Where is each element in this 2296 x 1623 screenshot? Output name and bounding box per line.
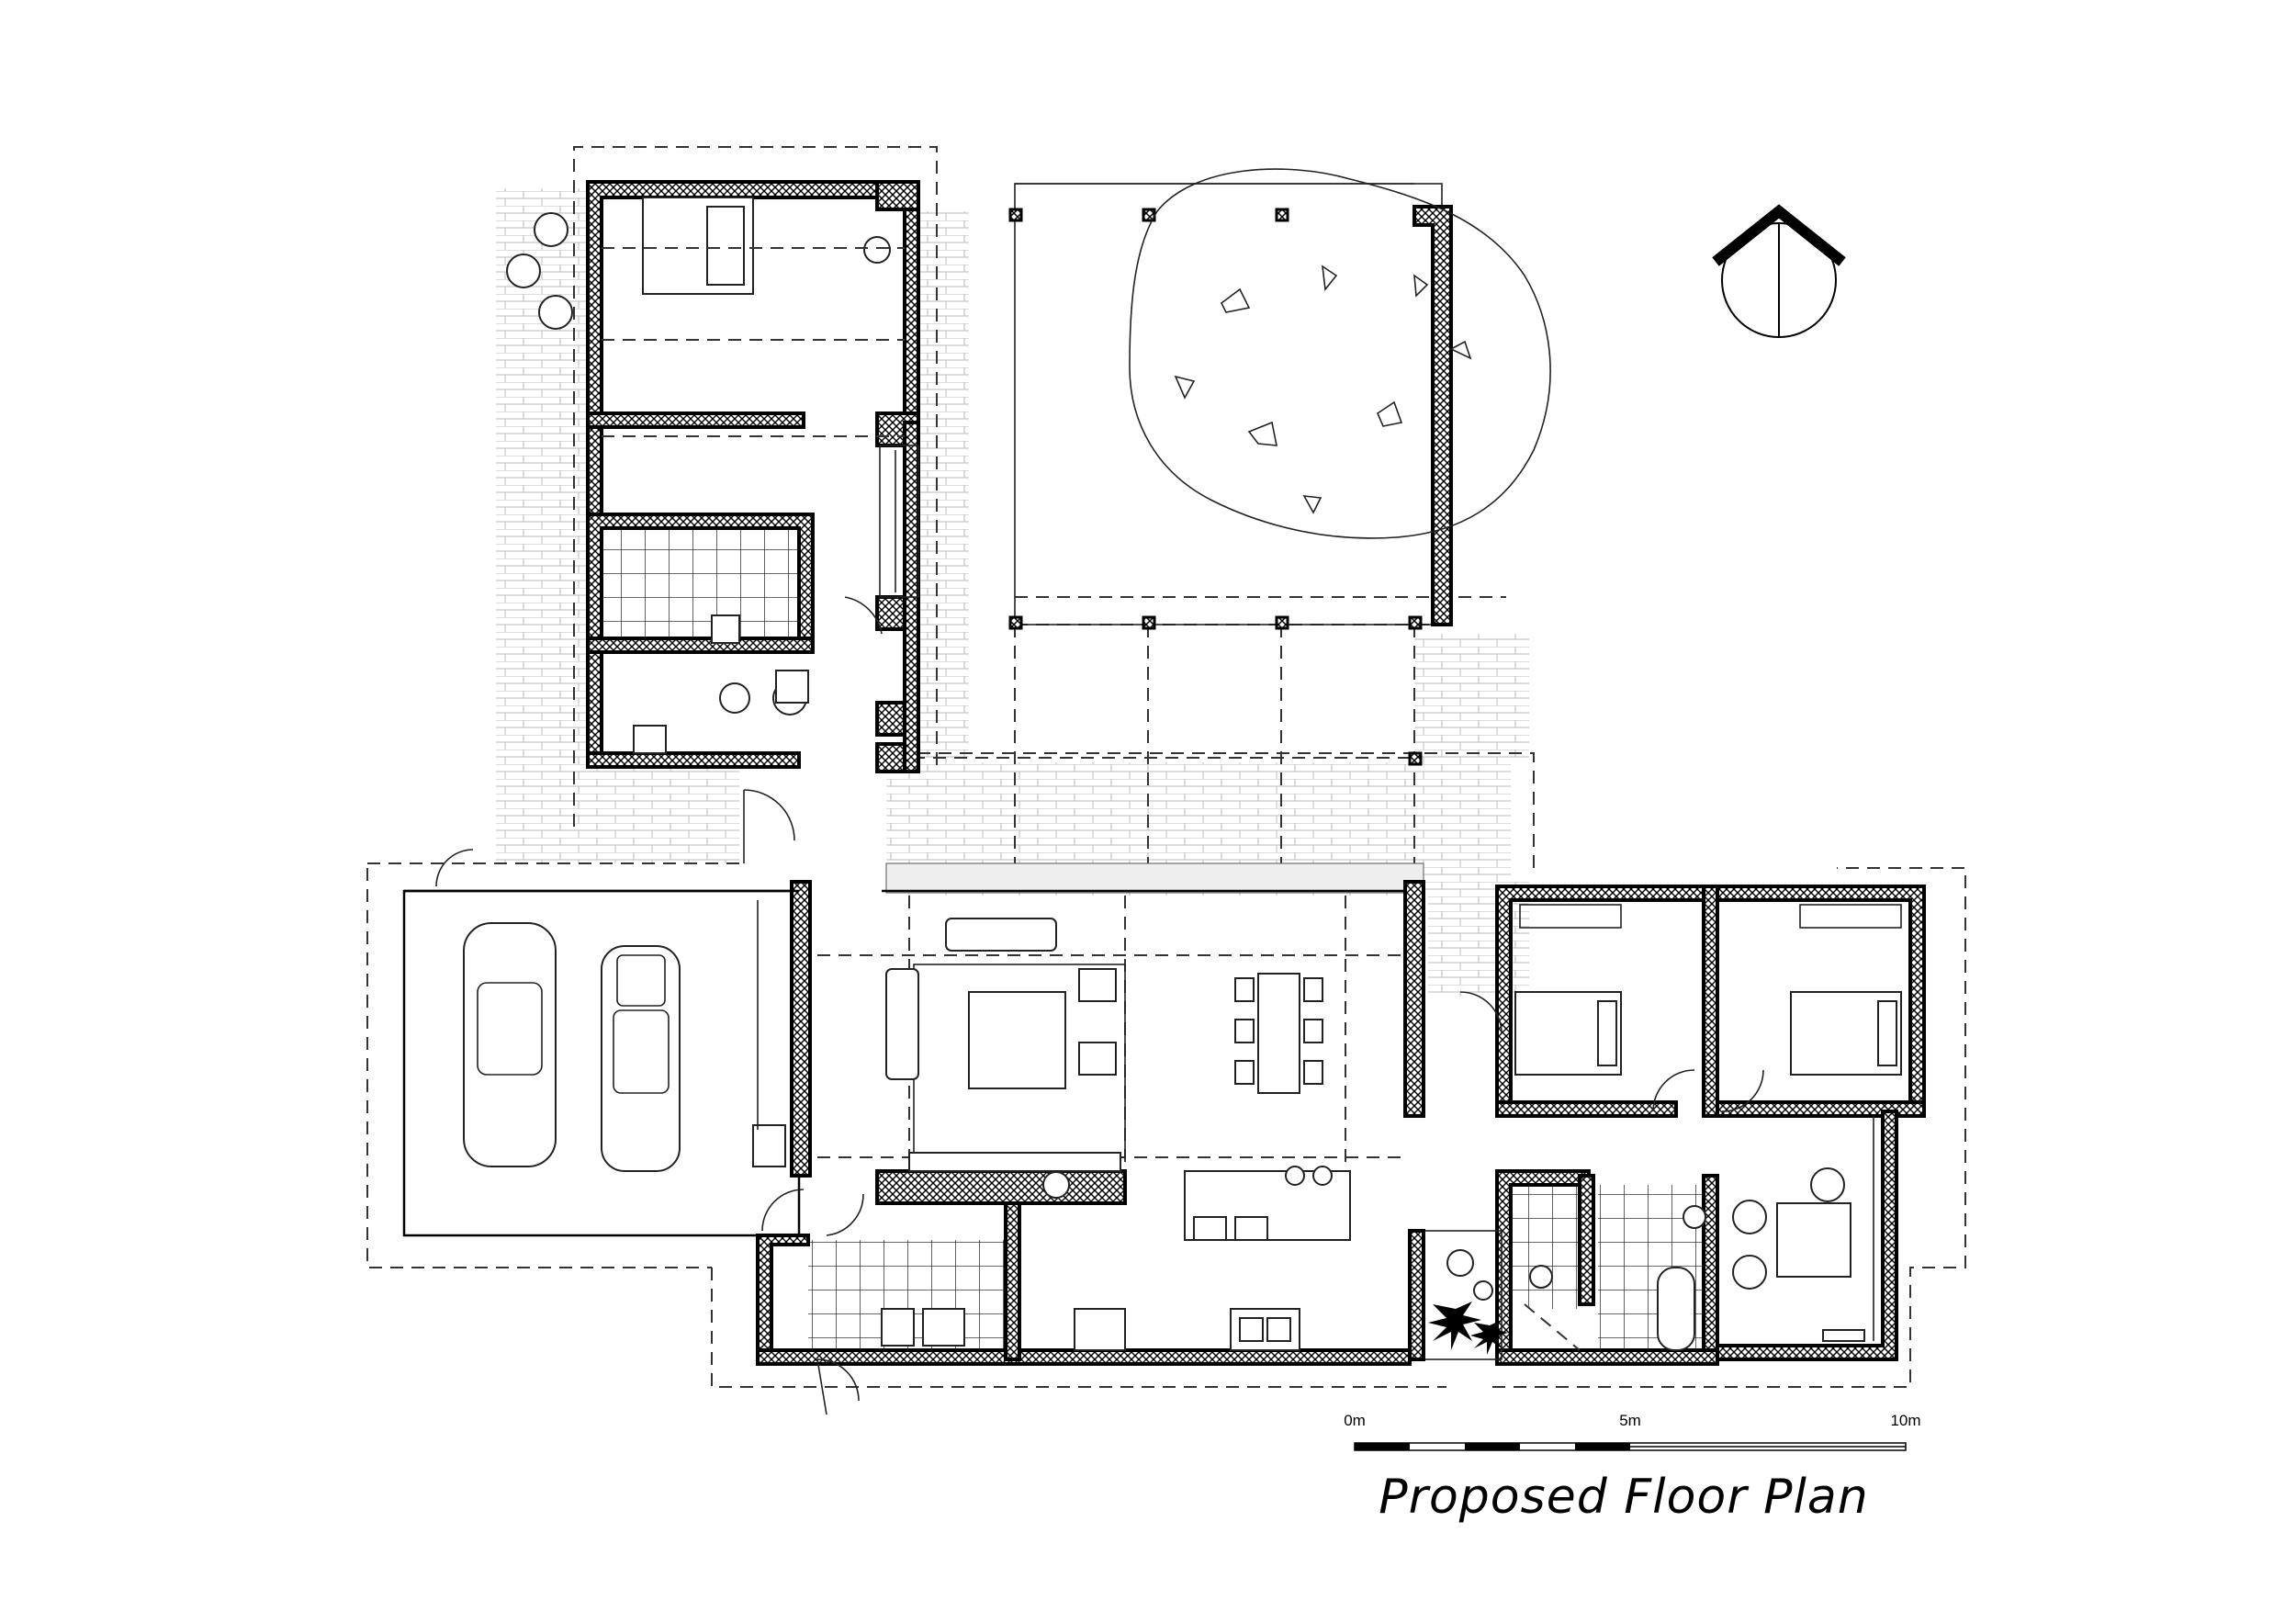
north-arrow-icon xyxy=(1712,204,1846,338)
courtyard-pergola xyxy=(885,183,1453,894)
plan-title: Proposed Floor Plan xyxy=(1379,1470,1869,1525)
scale-label-5m: 5m xyxy=(1619,1412,1641,1429)
garden-bed xyxy=(1408,1229,1508,1361)
tree-canopy xyxy=(1129,168,1551,539)
living-dining-kitchen xyxy=(756,880,1425,1415)
east-wing xyxy=(1459,885,1926,1366)
scale-bar: 0m 5m 10m xyxy=(1344,1412,1921,1451)
garage xyxy=(402,849,812,1237)
scale-label-0m: 0m xyxy=(1344,1412,1366,1429)
north-wing xyxy=(506,180,920,863)
scale-label-10m: 10m xyxy=(1890,1412,1920,1429)
